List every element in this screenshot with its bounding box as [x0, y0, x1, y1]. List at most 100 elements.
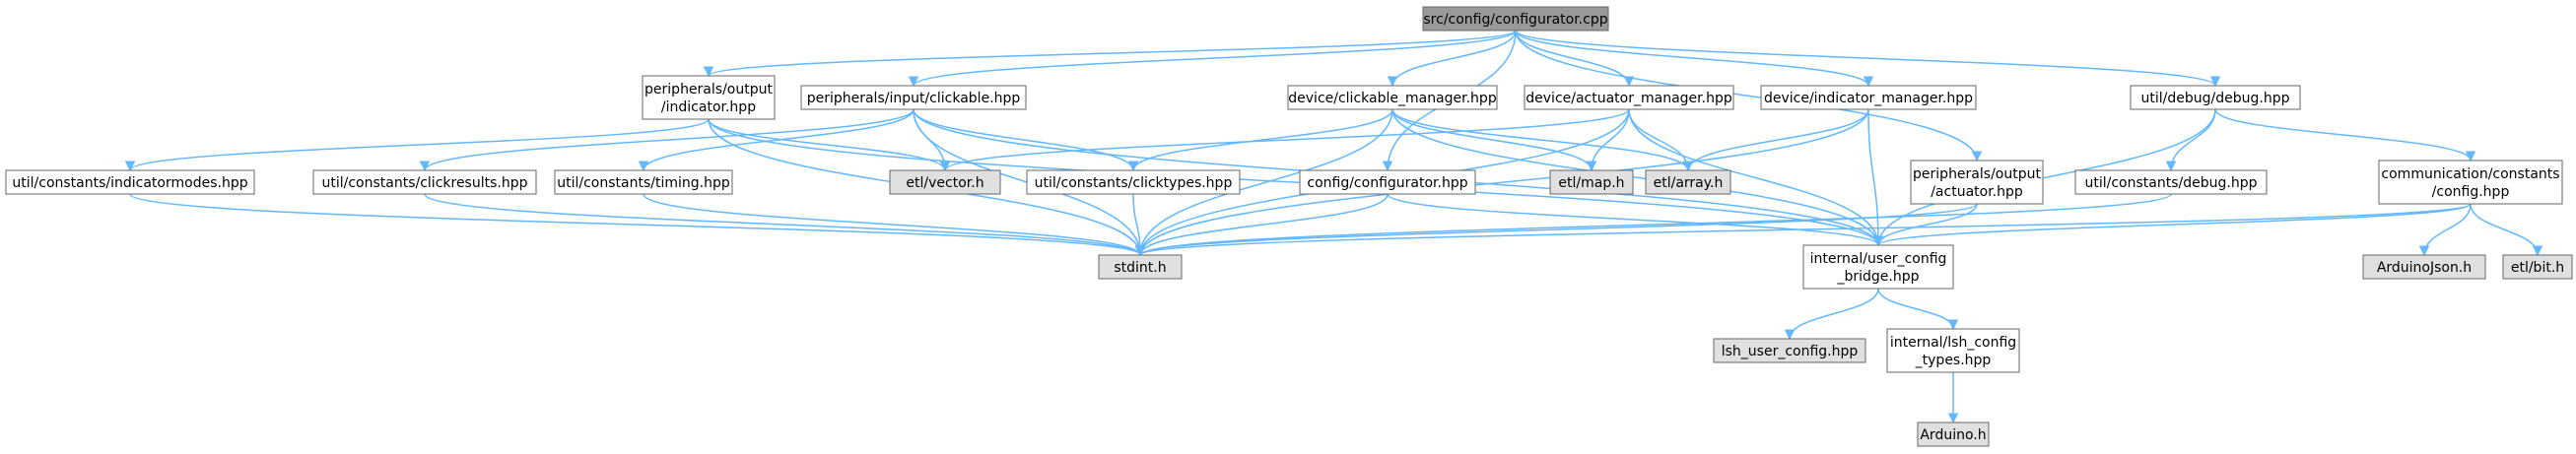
node-label: peripherals/output [1913, 166, 2041, 182]
edge-peripherals_output_indicator-to-util_constants_indicatormodes [124, 118, 710, 172]
node-label: _bridge.hpp [1836, 269, 1919, 285]
edge-internal_user_config_bridge-to-lsh_user_config [1784, 288, 1879, 341]
edge-configurator_cpp-to-peripherals_output_indicator [704, 30, 1517, 78]
node-util-constants-indicatormodes[interactable]: util/constants/indicatormodes.hpp [5, 169, 255, 195]
edge-util_constants_indicatormodes-to-stdint [129, 193, 1145, 257]
edge-communication_constants_config-to-arduinojson [2418, 203, 2472, 257]
edge-peripherals_output_actuator-to-stdint [1135, 203, 1978, 257]
edge-configurator_cpp-to-peripherals_output_actuator [1515, 30, 1983, 162]
node-box [1299, 169, 1476, 195]
edge-peripherals_output_indicator-to-etl_vector [708, 118, 951, 172]
node-label: util/constants/clicktypes.hpp [1035, 175, 1233, 191]
node-box [2130, 85, 2301, 110]
node-util-constants-clicktypes[interactable]: util/constants/clicktypes.hpp [1026, 169, 1241, 195]
node-box [2378, 160, 2563, 205]
node-util-constants-timing[interactable]: util/constants/timing.hpp [554, 169, 733, 195]
node-etl-array[interactable]: etl/array.h [1645, 169, 1731, 195]
node-label: _types.hpp [1915, 353, 1992, 368]
edge-device_actuator_manager-to-etl_vector [939, 108, 1630, 172]
node-box [642, 75, 776, 120]
edge-configurator_cpp-to-device_clickable_manager [1387, 30, 1517, 88]
edge-device_indicator_manager-to-internal_user_config_bridge [1867, 108, 1884, 247]
node-box [1760, 85, 1977, 110]
node-box [312, 169, 537, 195]
edge-configurator_cpp-to-util_debug_debug [1515, 30, 2221, 88]
nodes-layer: src/config/configurator.cpp peripherals/o… [5, 6, 2573, 447]
edge-device_clickable_manager-to-util_constants_clicktypes [1127, 108, 1393, 172]
node-lsh-user-config[interactable]: lsh_user_config.hpp [1713, 338, 1866, 363]
node-etl-bit[interactable]: etl/bit.h [2502, 254, 2573, 280]
edge-configurator_cpp-to-peripherals_input_clickable [908, 30, 1517, 88]
edge-device_clickable_manager-to-internal_user_config_bridge [1391, 108, 1884, 247]
node-label: lsh_user_config.hpp [1722, 344, 1859, 359]
node-label: /actuator.hpp [1931, 184, 2023, 200]
node-box [1917, 422, 1990, 447]
edge-device_indicator_manager-to-etl_array [1682, 108, 1869, 172]
edge-device_clickable_manager-to-etl_map [1391, 108, 1597, 172]
edge-util_constants_clickresults-to-stdint [424, 193, 1146, 257]
edge-util_debug_debug-to-util_constants_debug [2165, 108, 2216, 172]
edge-device_indicator_manager-to-stdint [1134, 108, 1869, 257]
node-label: Arduino.h [1920, 427, 1986, 443]
edge-config_configurator-to-stdint [1134, 193, 1389, 257]
node-internal-user-config-bridge[interactable]: internal/user_config_bridge.hpp [1802, 244, 1954, 290]
node-config-configurator[interactable]: config/configurator.hpp [1299, 169, 1476, 195]
node-box [1910, 160, 2044, 205]
node-peripherals-output-actuator[interactable]: peripherals/output/actuator.hpp [1910, 160, 2044, 205]
node-box [800, 85, 1027, 110]
node-label: etl/array.h [1654, 175, 1724, 191]
node-arduinojson[interactable]: ArduinoJson.h [2362, 254, 2486, 280]
edge-peripherals_output_actuator-to-internal_user_config_bridge [1872, 203, 1978, 247]
node-box [1802, 244, 1954, 290]
node-label: device/actuator_manager.hpp [1525, 91, 1732, 106]
node-peripherals-output-indicator[interactable]: peripherals/output/indicator.hpp [642, 75, 776, 120]
node-label: ArduinoJson.h [2377, 260, 2472, 276]
node-util-constants-debug[interactable]: util/constants/debug.hpp [2074, 169, 2268, 195]
node-arduino[interactable]: Arduino.h [1917, 422, 1990, 447]
node-label: util/constants/debug.hpp [2085, 175, 2258, 191]
node-label: internal/lsh_config [1890, 335, 2016, 351]
node-label: peripherals/input/clickable.hpp [807, 91, 1021, 106]
node-util-debug-debug[interactable]: util/debug/debug.hpp [2130, 85, 2301, 110]
edge-communication_constants_config-to-internal_user_config_bridge [1873, 203, 2472, 247]
node-label: util/debug/debug.hpp [2141, 91, 2290, 106]
edge-configurator_cpp-to-device_indicator_manager [1515, 30, 1874, 88]
node-device-clickable-manager[interactable]: device/clickable_manager.hpp [1287, 85, 1498, 110]
edge-communication_constants_config-to-etl_bit [2470, 203, 2543, 257]
node-label: util/constants/timing.hpp [557, 175, 730, 191]
node-internal-lsh-config-types[interactable]: internal/lsh_config _types.hpp [1886, 328, 2020, 373]
edge-peripherals_input_clickable-to-util_constants_timing [638, 108, 915, 172]
node-label: src/config/configurator.cpp [1423, 12, 1607, 28]
edge-configurator_cpp-to-device_actuator_manager [1515, 30, 1635, 88]
node-label: etl/bit.h [2511, 260, 2564, 276]
node-label: /indicator.hpp [661, 99, 756, 115]
node-stdint[interactable]: stdint.h [1098, 254, 1183, 280]
node-box [1098, 254, 1183, 280]
node-configurator-cpp[interactable]: src/config/configurator.cpp [1422, 6, 1609, 32]
node-box [2074, 169, 2268, 195]
node-box [1645, 169, 1731, 195]
node-label: device/indicator_manager.hpp [1764, 91, 1973, 106]
node-util-constants-clickresults[interactable]: util/constants/clickresults.hpp [312, 169, 537, 195]
node-box [889, 169, 1001, 195]
node-etl-vector[interactable]: etl/vector.h [889, 169, 1001, 195]
node-label: /config.hpp [2432, 184, 2510, 200]
edge-util_constants_debug-to-stdint [1135, 193, 2172, 257]
node-box [1713, 338, 1866, 363]
node-box [1287, 85, 1498, 110]
node-etl-map[interactable]: etl/map.h [1549, 169, 1634, 195]
edge-util_debug_debug-to-communication_constants_config [2214, 108, 2476, 162]
node-box [1886, 328, 2020, 373]
node-device-actuator-manager[interactable]: device/actuator_manager.hpp [1524, 85, 1734, 110]
edge-peripherals_input_clickable-to-util_constants_clickresults [419, 108, 915, 172]
node-peripherals-input-clickable[interactable]: peripherals/input/clickable.hpp [800, 85, 1027, 110]
edge-internal_user_config_bridge-to-internal_lsh_config_types [1877, 288, 1959, 331]
node-device-indicator-manager[interactable]: device/indicator_manager.hpp [1760, 85, 1977, 110]
edge-peripherals_input_clickable-to-util_constants_clicktypes [913, 108, 1139, 172]
node-communication-constants-config[interactable]: communication/constants/config.hpp [2378, 160, 2563, 205]
node-box [5, 169, 255, 195]
node-box [554, 169, 733, 195]
edge-config_configurator-to-internal_user_config_bridge [1387, 193, 1884, 247]
node-box [1026, 169, 1241, 195]
edge-device_clickable_manager-to-etl_array [1391, 108, 1694, 172]
